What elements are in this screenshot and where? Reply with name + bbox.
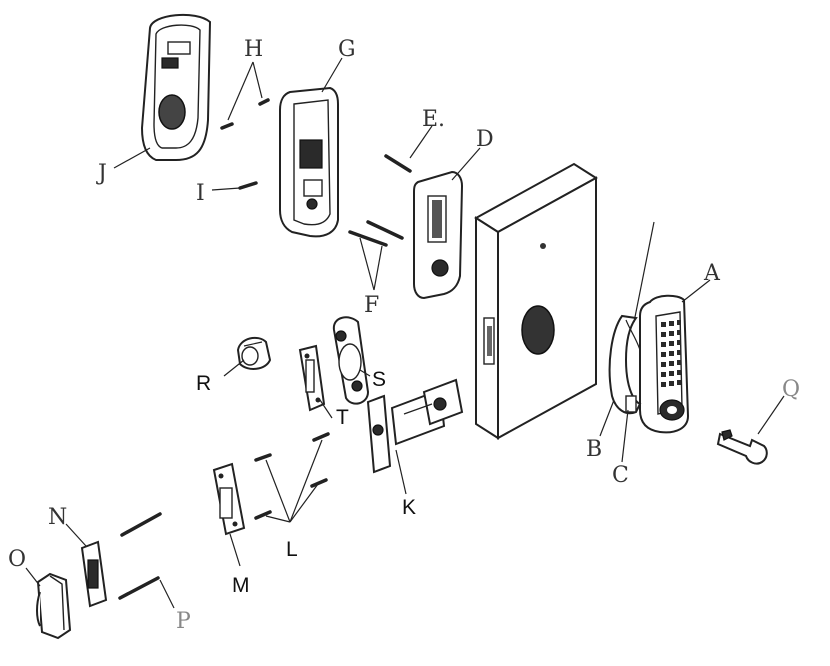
- n-faceplate: [82, 542, 106, 606]
- c-tab: [626, 396, 636, 412]
- label-m: M: [232, 574, 250, 597]
- strike-plate-icon: [214, 464, 244, 534]
- label-r: R: [196, 372, 211, 395]
- deadbolt-icon: [37, 574, 70, 638]
- h-screws: [222, 100, 268, 128]
- label-e: E.: [422, 107, 445, 132]
- electronics-housing-icon: [280, 88, 338, 236]
- f-screws: [350, 222, 402, 245]
- label-b: B: [586, 437, 602, 462]
- label-c: C: [612, 463, 629, 488]
- label-i: I: [196, 181, 205, 206]
- latch-icon: [368, 380, 462, 472]
- label-f: F: [364, 293, 379, 318]
- label-a: A: [703, 261, 721, 286]
- label-n: N: [48, 505, 67, 530]
- label-p: P: [176, 609, 191, 634]
- l-screws: [256, 434, 328, 518]
- label-q: Q: [782, 377, 800, 402]
- label-h: H: [244, 37, 263, 62]
- e-screw: [386, 156, 410, 171]
- interior-cover-icon: [142, 15, 210, 160]
- label-d: D: [476, 127, 494, 152]
- mounting-plate-icon: [414, 172, 462, 298]
- i-screw: [240, 183, 256, 188]
- label-s: S: [372, 368, 386, 391]
- label-t: T: [336, 406, 349, 429]
- r-insert: [238, 338, 270, 369]
- label-o: O: [8, 547, 26, 572]
- key-icon: [718, 430, 767, 464]
- door-slab-icon: [476, 164, 596, 438]
- label-k: K: [402, 496, 416, 519]
- label-j: J: [96, 161, 107, 186]
- s-plate: [334, 317, 368, 403]
- label-g: G: [338, 37, 356, 62]
- label-l: L: [286, 538, 298, 561]
- exterior-keypad-icon: [640, 296, 688, 433]
- p-screws: [120, 514, 160, 598]
